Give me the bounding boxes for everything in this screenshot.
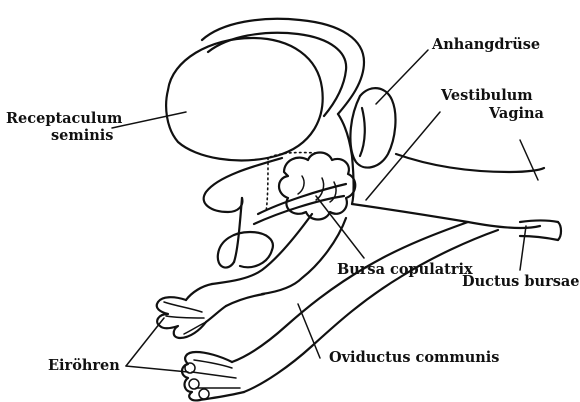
label-eiroehren: Eiröhren <box>48 357 120 374</box>
label-bursa-copulatrix: Bursa copulatrix <box>337 261 473 278</box>
leader-eiroehren-1 <box>126 318 164 366</box>
vagina-vestibulum-structure <box>352 154 544 228</box>
leader-vestibulum <box>366 112 440 200</box>
leader-receptaculum <box>112 112 186 128</box>
label-anhangdruese: Anhangdrüse <box>431 36 540 53</box>
leader-anhangdruese <box>376 50 428 104</box>
leader-vagina <box>520 140 538 180</box>
label-seminis: seminis <box>51 127 113 144</box>
label-oviductus-communis: Oviductus communis <box>329 349 499 366</box>
label-ductus-bursae: Ductus bursae <box>462 273 580 290</box>
anhangdruese-structure <box>350 88 395 167</box>
label-receptaculum: Receptaculum <box>6 110 123 127</box>
leader-eiroehren-2 <box>126 366 188 372</box>
receptaculum-seminis-structure <box>166 19 364 268</box>
eiroehren-structure <box>157 297 244 400</box>
label-vestibulum: Vestibulum <box>440 87 533 104</box>
leader-ductus-bursae <box>520 226 526 270</box>
label-vagina: Vagina <box>488 105 545 122</box>
